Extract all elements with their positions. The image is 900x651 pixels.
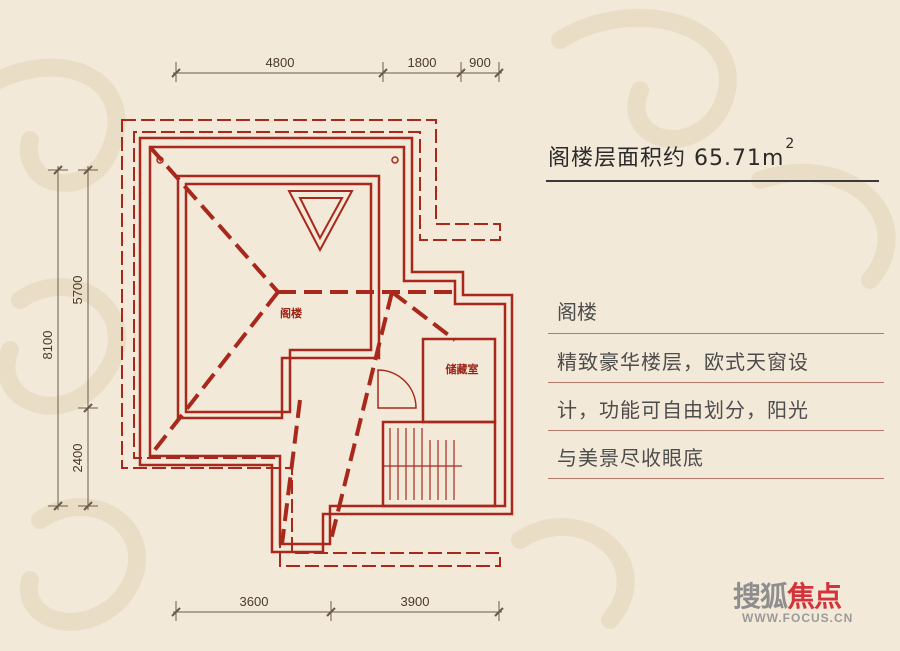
dim-bottom-3600: 3600	[240, 594, 269, 609]
area-superscript: 2	[785, 136, 796, 152]
description-line-2: 计，功能可自由划分，阳光	[557, 398, 809, 422]
area-label: 阁楼层面积约 65.71m	[548, 146, 785, 171]
dim-top-1800: 1800	[408, 55, 437, 70]
hip-line-s	[280, 399, 302, 545]
description-rule	[548, 382, 884, 383]
corner-marker-left	[156, 156, 164, 164]
description-line-3: 与美景尽收眼底	[557, 446, 704, 470]
attic-area-title: 阁楼层面积约 65.71m2	[548, 136, 795, 172]
dim-bottom-3900: 3900	[401, 594, 430, 609]
room-label-attic: 阁楼	[280, 306, 302, 320]
dim-top-4800: 4800	[266, 55, 295, 70]
logo-name-part2: 焦点	[787, 580, 842, 613]
dim-left-2400: 2400	[70, 444, 85, 473]
attic-wall-inner	[148, 145, 507, 546]
stair-wall	[381, 420, 497, 508]
hip-line-sw	[148, 290, 280, 458]
room-label-storage: 储藏室	[446, 362, 479, 376]
title-underline	[546, 180, 879, 182]
description-rule	[548, 430, 884, 431]
valley-line	[390, 290, 457, 342]
description-rule	[548, 333, 884, 334]
dim-left-8100: 8100	[40, 331, 55, 360]
sohu-focus-logo: 搜狐焦点	[733, 575, 842, 615]
description-line-1: 精致豪华楼层，欧式天窗设	[557, 350, 809, 374]
attic-wall-outer	[138, 136, 514, 554]
storage-wall	[421, 337, 497, 424]
description-rule	[548, 478, 884, 479]
hip-line-se	[328, 291, 394, 545]
main-room-wall-inner	[184, 182, 373, 414]
staircase	[383, 428, 462, 500]
hip-line-nw	[148, 145, 280, 294]
dim-left-5700: 5700	[70, 276, 85, 305]
dim-top-900: 900	[469, 55, 491, 70]
logo-url: WWW.FOCUS.CN	[742, 611, 854, 625]
eave-line-outer	[121, 119, 501, 567]
description-heading: 阁楼	[557, 300, 597, 324]
skylight-triangle-icon	[287, 190, 354, 253]
corner-marker-right	[391, 156, 399, 164]
door-swing	[377, 369, 417, 409]
logo-name-part1: 搜狐	[733, 580, 788, 613]
